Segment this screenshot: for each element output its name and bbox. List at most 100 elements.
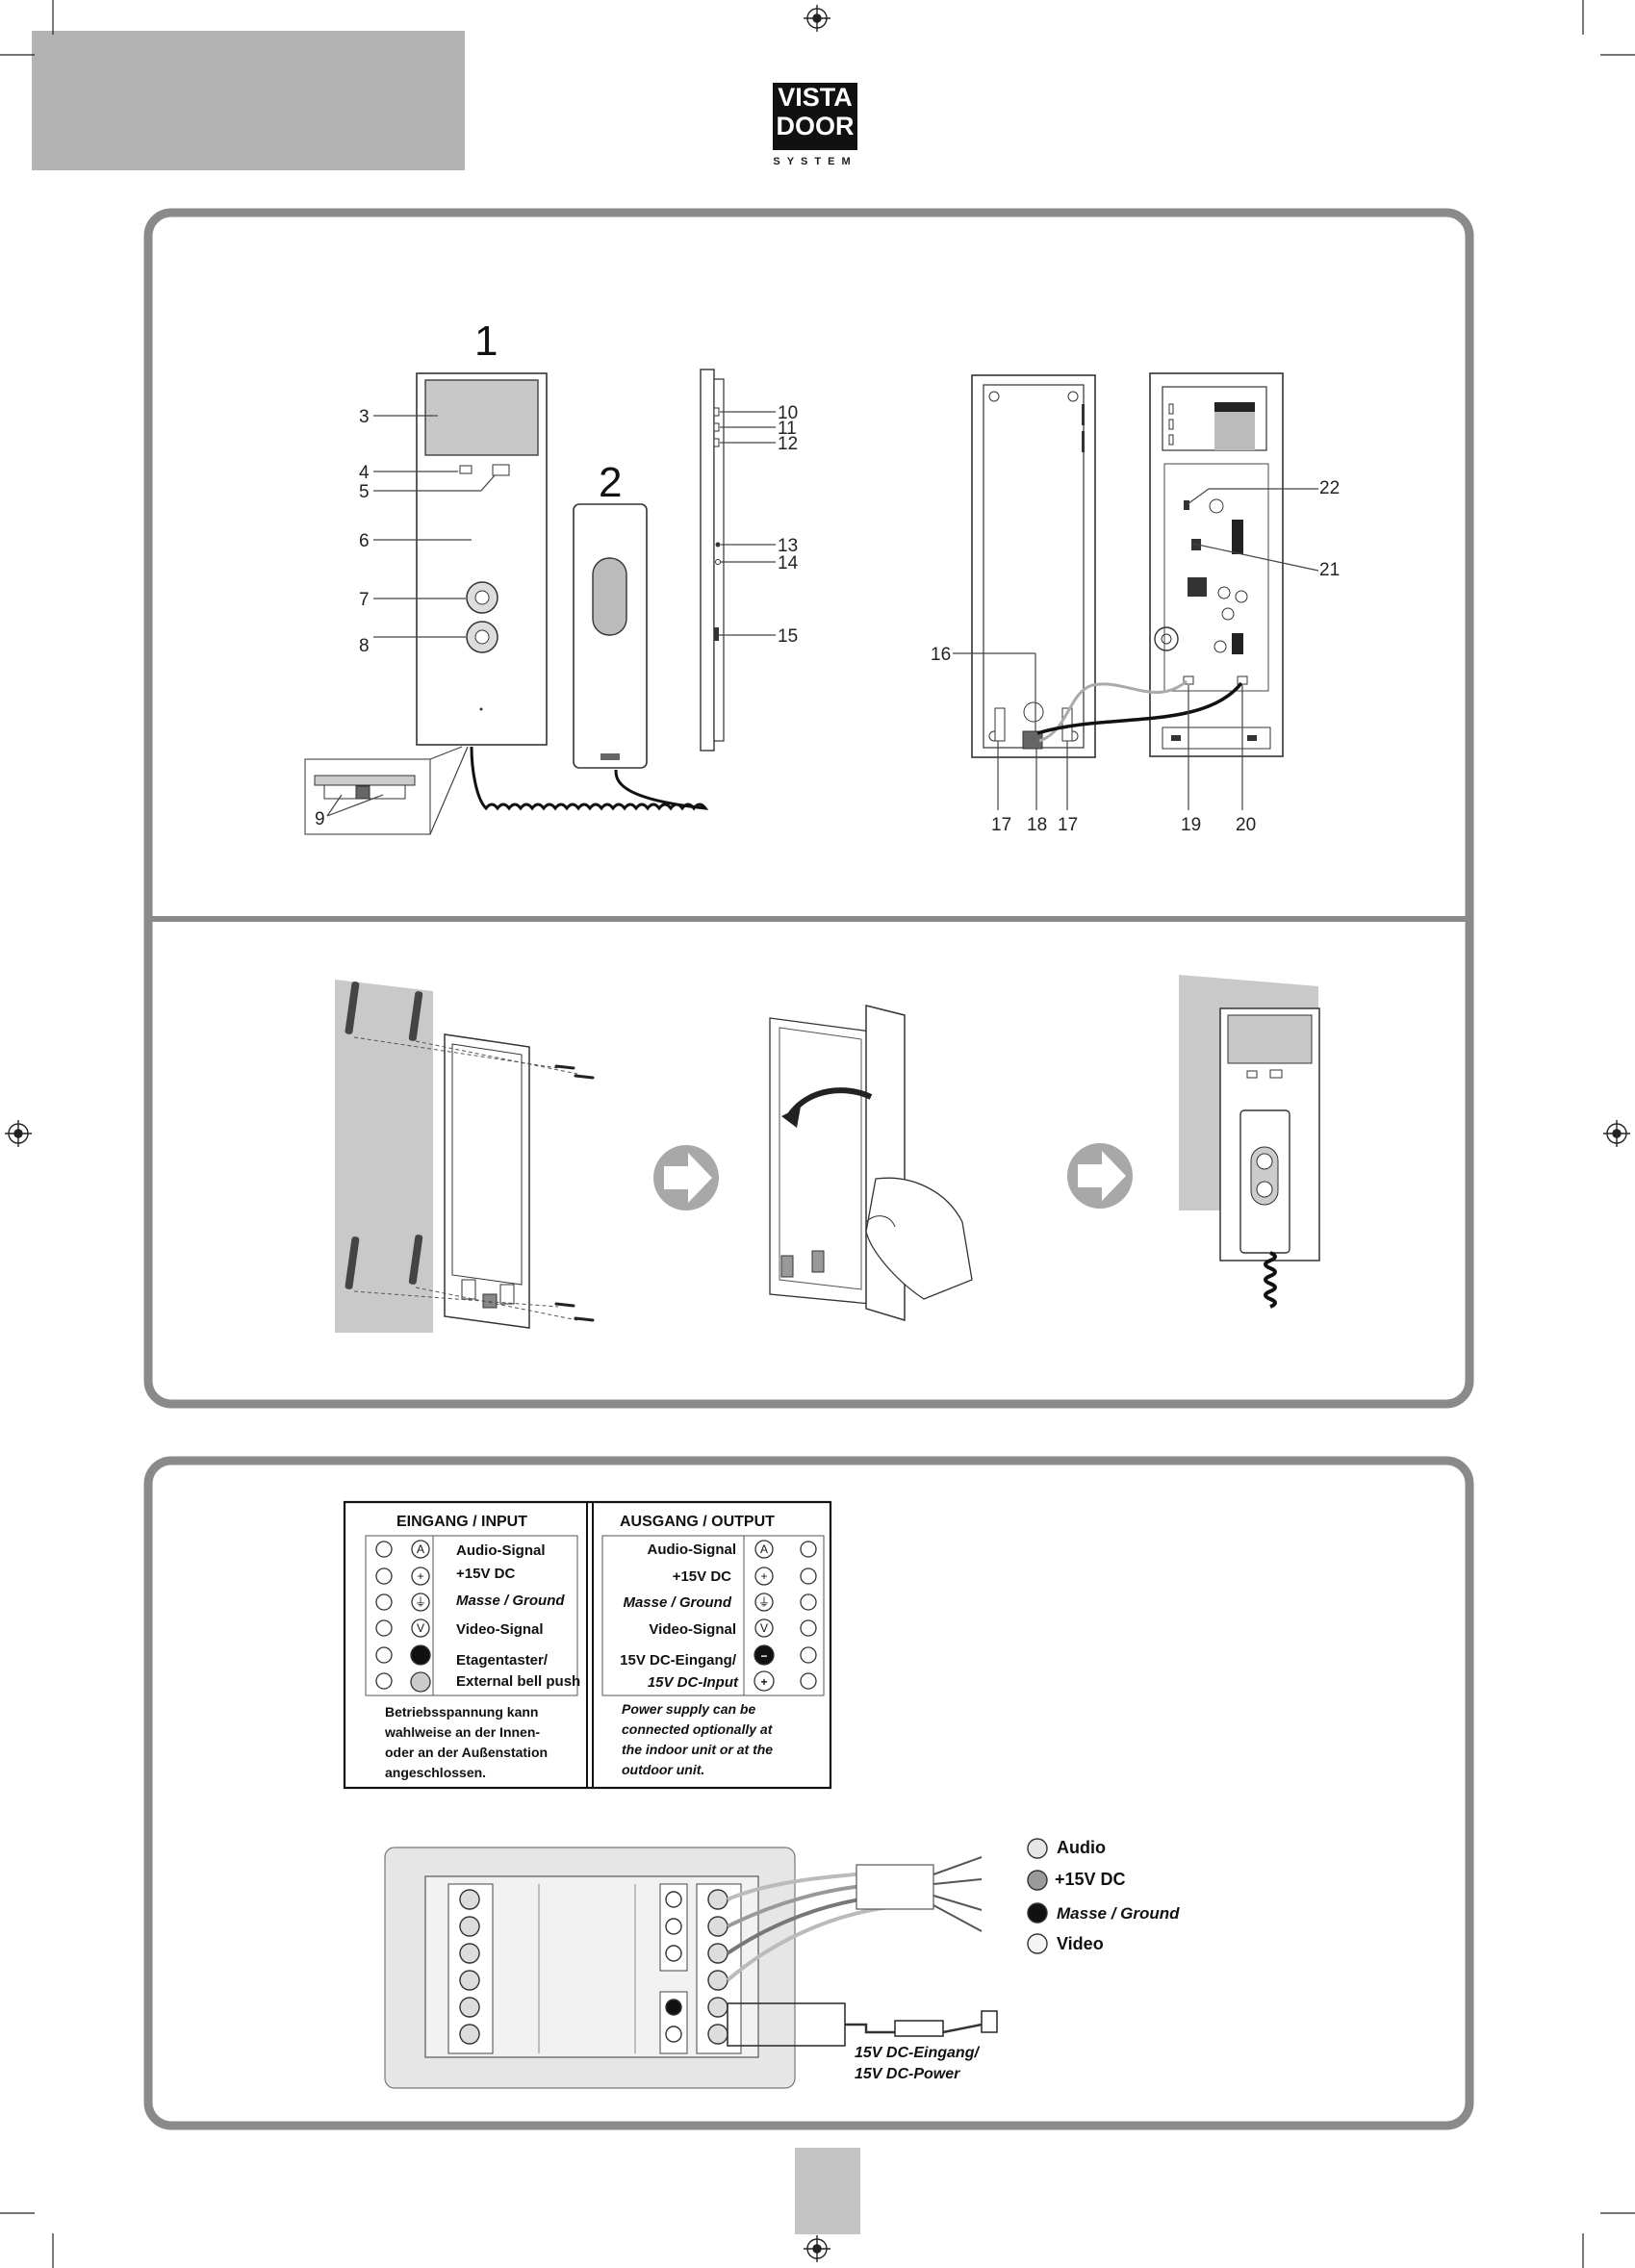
callout-18: 18 [1027,815,1047,835]
callout-9: 9 [315,809,325,829]
panel-wiring-frame [143,1456,1474,2130]
bottom-detail [304,746,469,835]
monitor-button-icon [459,465,473,474]
connection-cable-grey [1038,679,1188,743]
indoor-unit-back [1149,372,1284,757]
legend-video: Video [1057,1934,1104,1953]
input-label-ground: Masse / Ground [456,1593,565,1609]
input-symbol-ground: ⏚ [415,1595,426,1609]
header-block [32,31,465,170]
handset-cord [470,746,709,811]
callout-12: 12 [778,434,798,454]
install-step-2 [769,1005,973,1322]
callout-15: 15 [778,626,798,647]
callout-17-left: 17 [991,815,1011,835]
input-note-1: Betriebsspannung kann [385,1704,538,1720]
arrow-step-2 [1067,1143,1133,1209]
output-symbol-minus: − [760,1649,767,1663]
input-symbol-audio: A [417,1542,424,1556]
brand-logo: VISTA DOOR [773,83,857,150]
output-note-3: the indoor unit or at the [622,1742,773,1757]
legend-15v: +15V DC [1055,1870,1126,1889]
page-tab [795,2148,860,2234]
arrow-step-1 [653,1145,719,1210]
registration-mark-bottom [804,2235,830,2262]
input-label-15v: +15V DC [456,1566,515,1582]
monitor-screen [424,379,539,456]
power-label-1: 15V DC-Eingang/ [855,2045,980,2061]
callout-16: 16 [931,645,951,665]
output-note-2: connected optionally at [622,1721,774,1737]
indoor-unit-side [700,369,776,752]
handset [573,503,648,769]
callout-3: 3 [359,407,370,427]
install-step-1 [335,980,595,1333]
output-label-power-2: 15V DC-Input [648,1674,739,1691]
install-step-3 [1179,975,1320,1309]
output-note-4: outdoor unit. [622,1762,704,1777]
legend-audio: Audio [1057,1838,1106,1857]
callout-19: 19 [1181,815,1201,835]
status-led-icon [492,464,510,476]
registration-mark-right [1603,1120,1630,1147]
output-symbol-plus: + [760,1569,767,1583]
indoor-unit-front [416,372,548,746]
callout-17-right: 17 [1058,815,1078,835]
callout-13: 13 [778,536,798,556]
output-terminal-symbols [754,1540,817,1692]
callout-8: 8 [359,636,370,656]
output-symbol-ground: ⏚ [758,1595,770,1609]
input-note-3: oder an der Außenstation [385,1745,548,1760]
input-note-4: angeschlossen. [385,1765,486,1780]
input-label-video: Video-Signal [456,1621,544,1638]
legend-ground: Masse / Ground [1057,1904,1180,1923]
output-label-video: Video-Signal [649,1621,736,1638]
input-symbol-plus: + [417,1569,423,1583]
connection-cable-black [1036,681,1243,735]
callout-20: 20 [1236,815,1256,835]
callout-10: 10 [778,403,798,423]
callouts-front [373,415,496,638]
logo-subtitle: SYSTEM [773,156,857,167]
terminal-board [384,1847,796,2089]
terminal-screws [459,1889,728,2045]
callout-21: 21 [1319,560,1340,580]
input-terminal-symbols [375,1540,431,1693]
input-label-audio: Audio-Signal [456,1542,546,1559]
power-wires [727,2002,998,2047]
input-symbol-video: V [417,1621,424,1635]
output-label-ground: Masse / Ground [623,1594,731,1611]
callout-4: 4 [359,463,370,483]
handset-label: 2 [599,459,622,506]
output-symbol-audio: A [760,1542,768,1556]
input-label-bell-1: Etagentaster/ [456,1652,549,1669]
wall-plate [971,374,1096,758]
callout-7: 7 [359,590,370,610]
callout-6: 6 [359,531,370,551]
output-label-15v: +15V DC [673,1568,731,1585]
signal-wires [726,1856,983,1982]
output-symbol-plus-power: + [760,1675,767,1689]
panel-overview-frame [143,208,1474,1409]
output-note-1: Power supply can be [622,1701,755,1717]
indoor-unit-label: 1 [474,318,498,365]
logo-line-2: DOOR [776,112,855,140]
registration-mark-left [5,1120,32,1147]
logo-line-1: VISTA [778,83,853,112]
power-label-2: 15V DC-Power [855,2066,960,2082]
registration-mark-top [804,5,830,32]
callout-14: 14 [778,553,799,573]
input-label-bell-2: External bell push [456,1673,580,1690]
callout-22: 22 [1319,478,1340,498]
input-header: EINGANG / INPUT [396,1514,527,1530]
callout-5: 5 [359,482,370,502]
output-label-power-1: 15V DC-Eingang/ [620,1652,737,1669]
callout-11: 11 [778,419,797,439]
output-symbol-video: V [760,1621,768,1635]
output-label-audio: Audio-Signal [648,1542,737,1558]
input-note-2: wahlweise an der Innen- [384,1724,540,1740]
callouts-back [953,488,1319,810]
wire-legend-markers [1027,1838,1048,1954]
